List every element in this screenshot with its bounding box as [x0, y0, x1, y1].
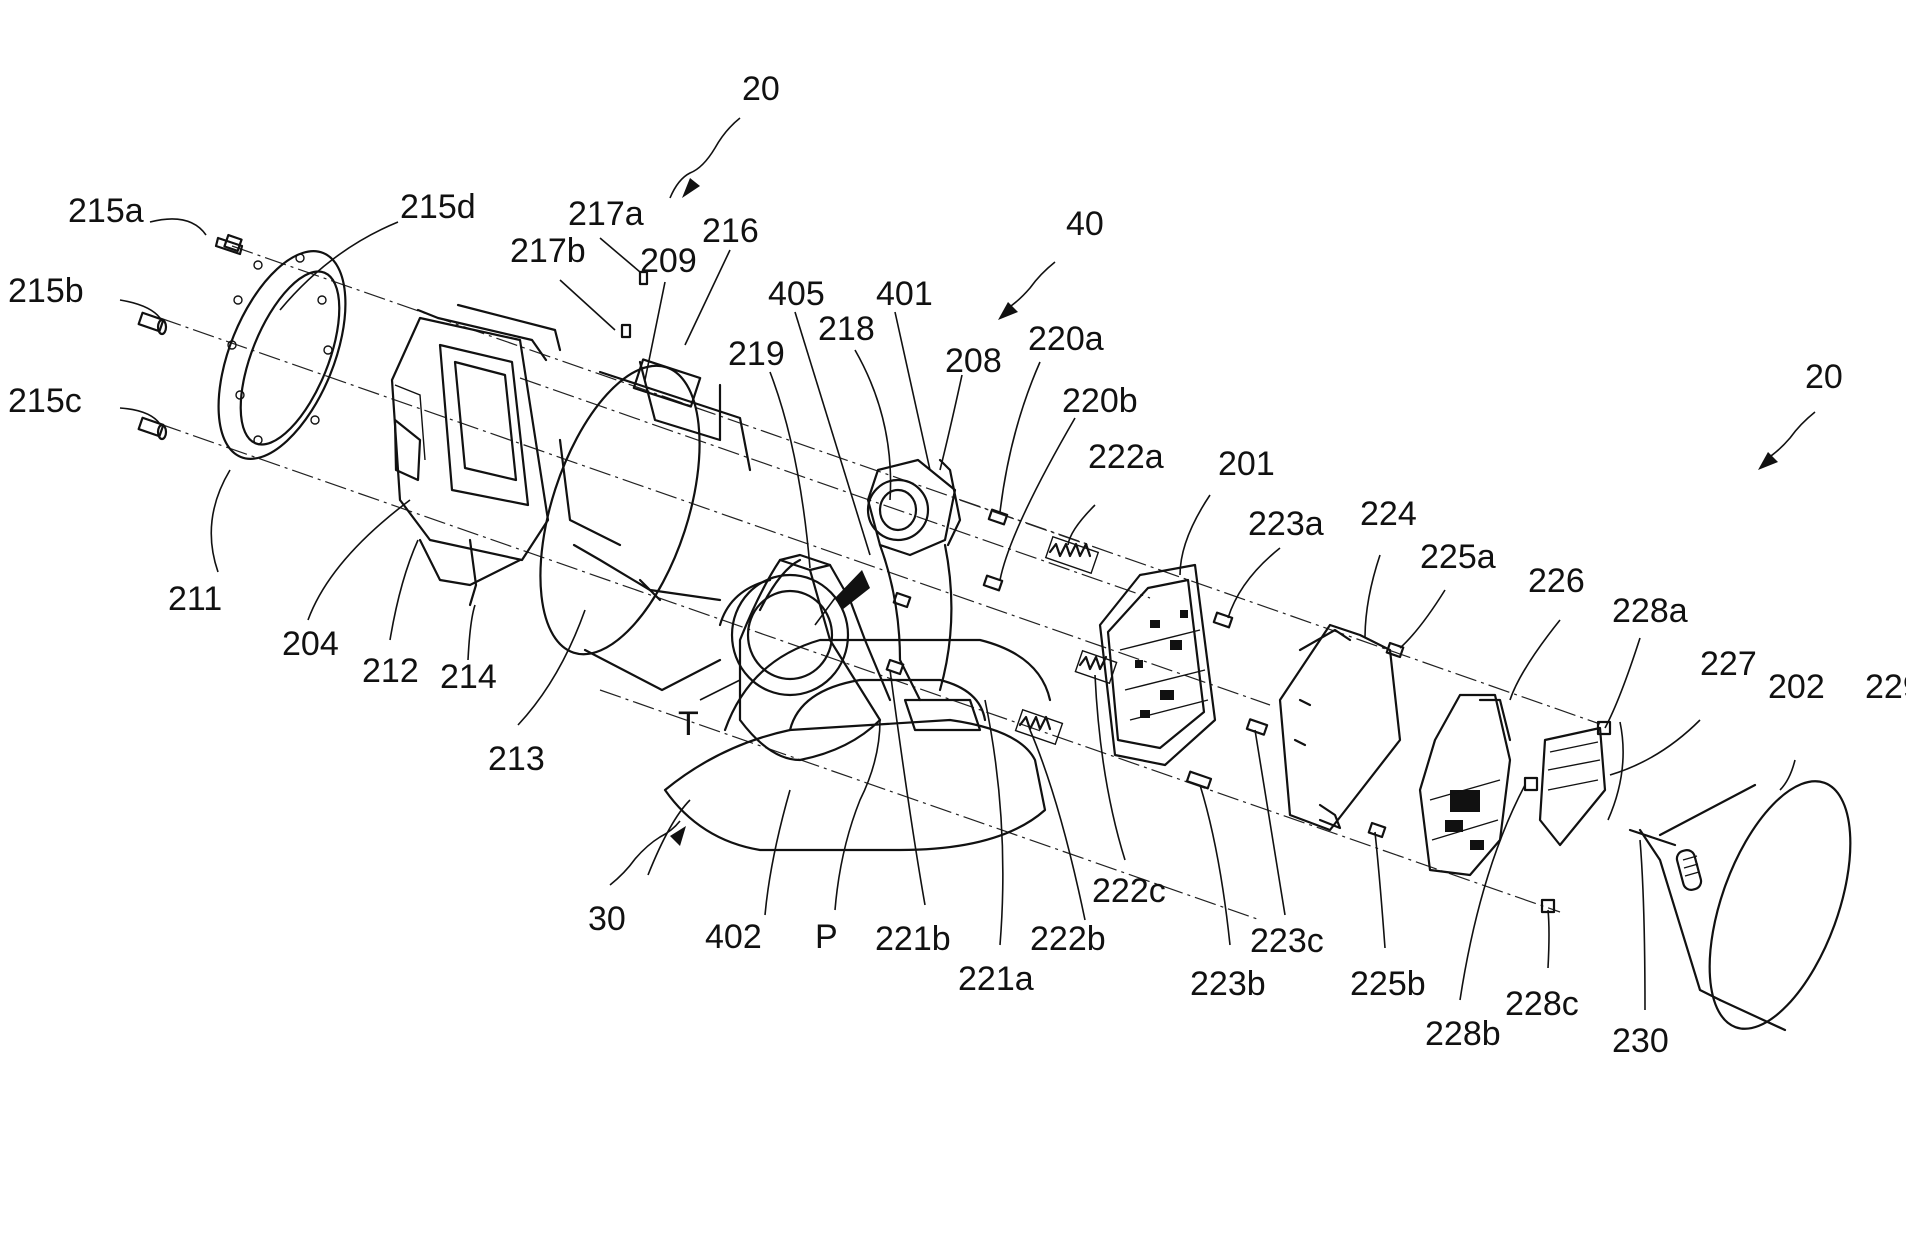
- part-227: [1538, 726, 1607, 847]
- label-212: 212: [362, 652, 419, 690]
- base-30: [663, 578, 1052, 852]
- label-225a: 225a: [1420, 538, 1496, 576]
- screw-215b: [137, 311, 168, 336]
- label-215b: 215b: [8, 272, 84, 310]
- board-226: [1418, 693, 1512, 877]
- label-215a: 215a: [68, 192, 144, 230]
- label-209: 209: [640, 242, 697, 280]
- label-227: 227: [1700, 645, 1757, 683]
- label-218: 218: [818, 310, 875, 348]
- label-222b: 222b: [1030, 920, 1106, 958]
- spring-222a: [1044, 535, 1100, 575]
- flex-cable-405: [814, 570, 870, 626]
- bracket-224: [1278, 623, 1402, 832]
- screw-223c: [1245, 718, 1269, 736]
- label-220a: 220a: [1028, 320, 1104, 358]
- leader-lines: [119, 218, 1796, 1011]
- screw-228b: [1523, 776, 1539, 792]
- label-402: 402: [705, 918, 762, 956]
- button-202: [1675, 849, 1703, 891]
- label-222c: 222c: [1092, 872, 1166, 910]
- label-202: 202: [1768, 668, 1825, 706]
- assembly-axis-lines: [159, 245, 1601, 921]
- label-228c: 228c: [1505, 985, 1579, 1023]
- label-215d: 215d: [400, 188, 476, 226]
- label-20-top: 20: [742, 70, 780, 108]
- label-211: 211: [168, 580, 222, 618]
- screw-220b: [982, 574, 1004, 592]
- label-20-right: 20: [1805, 358, 1843, 396]
- label-401: 401: [876, 275, 933, 313]
- label-220b: 220b: [1062, 382, 1138, 420]
- label-217a: 217a: [568, 195, 644, 233]
- label-215c: 215c: [8, 382, 82, 420]
- label-221b: 221b: [875, 920, 951, 958]
- screw-223b: [1185, 770, 1213, 790]
- label-226: 226: [1528, 562, 1585, 600]
- arm-402: [730, 553, 892, 762]
- cylinder-213: [539, 358, 752, 692]
- screw-215a: [214, 233, 244, 256]
- screw-217b: [620, 323, 632, 339]
- screw-223a: [1212, 611, 1234, 629]
- mount-ring-211: [217, 250, 347, 460]
- label-T: T: [678, 705, 699, 743]
- screw-215c: [137, 416, 168, 441]
- label-229: 229: [1865, 668, 1906, 706]
- label-204: 204: [282, 625, 339, 663]
- label-201: 201: [1218, 445, 1275, 483]
- screw-225b: [1367, 821, 1387, 839]
- label-30: 30: [588, 900, 626, 938]
- label-214: 214: [440, 658, 497, 696]
- label-221a: 221a: [958, 960, 1034, 998]
- label-228b: 228b: [1425, 1015, 1501, 1053]
- gimbal-401: [866, 458, 962, 702]
- lever-230: [1628, 828, 1677, 847]
- label-222a: 222a: [1088, 438, 1164, 476]
- screw-221b: [885, 658, 905, 676]
- label-224: 224: [1360, 495, 1417, 533]
- spring-222b: [1014, 708, 1064, 746]
- label-216: 216: [702, 212, 759, 250]
- label-213: 213: [488, 740, 545, 778]
- screw-217a: [638, 270, 649, 286]
- label-228a: 228a: [1612, 592, 1688, 630]
- label-40: 40: [1066, 205, 1104, 243]
- label-217b: 217b: [510, 232, 586, 270]
- reference-labels: 20 215a 215d 217a 216 209 217b 215b 40 4…: [8, 70, 1906, 1060]
- screw-221a: [892, 591, 912, 609]
- label-223c: 223c: [1250, 922, 1324, 960]
- sensor-board-201: [1098, 563, 1217, 767]
- label-405: 405: [768, 275, 825, 313]
- label-225b: 225b: [1350, 965, 1426, 1003]
- spring-222c: [1074, 649, 1118, 685]
- screw-225a: [1385, 641, 1405, 659]
- label-P: P: [815, 918, 838, 956]
- front-frame-204: [390, 303, 562, 607]
- label-230: 230: [1612, 1022, 1669, 1060]
- label-219: 219: [728, 335, 785, 373]
- label-223b: 223b: [1190, 965, 1266, 1003]
- assembly-arrows: [609, 117, 1816, 886]
- label-223a: 223a: [1248, 505, 1324, 543]
- label-208: 208: [945, 342, 1002, 380]
- screw-220a: [987, 508, 1009, 526]
- rear-cover-229: [1638, 780, 1852, 1032]
